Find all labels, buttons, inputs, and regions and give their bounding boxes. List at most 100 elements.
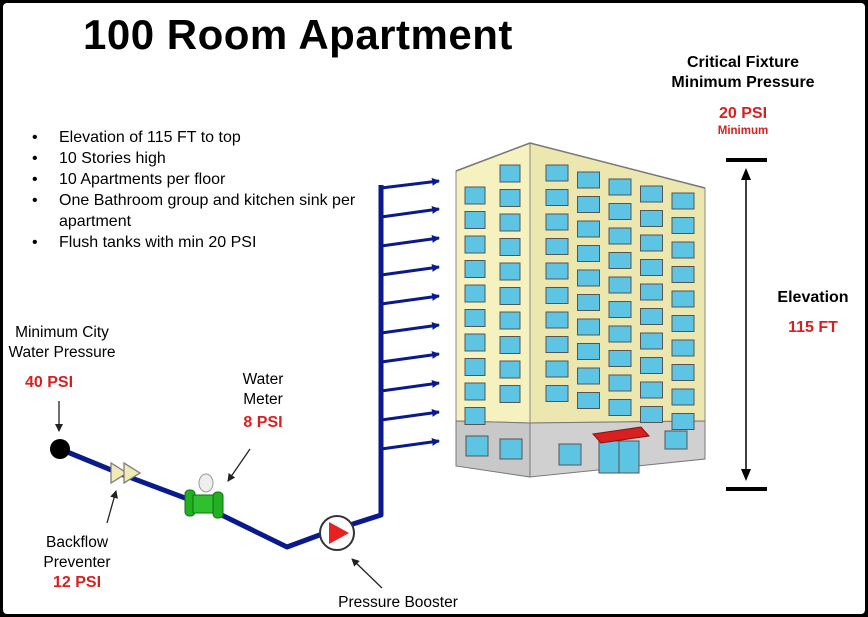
base-window (558, 443, 582, 466)
diagram-canvas: 100 Room Apartment Elevation of 115 FT t… (3, 3, 865, 614)
window (545, 262, 569, 280)
window (671, 192, 695, 210)
window (577, 269, 600, 287)
window (499, 360, 521, 379)
base-window (664, 430, 688, 450)
floor-branch (380, 408, 440, 422)
window (577, 220, 600, 238)
window (545, 311, 569, 329)
window (499, 336, 521, 354)
critical-fixture-value: 20 PSI (718, 105, 768, 122)
window (577, 196, 600, 213)
backflow-preventer-icon (110, 461, 142, 485)
booster-arrow (351, 558, 383, 589)
window (464, 407, 486, 425)
elevation-value: 115 FT (788, 319, 838, 336)
window (499, 311, 521, 330)
window (608, 252, 632, 269)
window (640, 381, 663, 399)
window (545, 336, 569, 353)
floor-branch (380, 379, 440, 393)
window (545, 213, 569, 231)
window (640, 357, 663, 374)
window (640, 185, 663, 203)
fact-list: Elevation of 115 FT to top 10 Stories hi… (27, 127, 357, 253)
window (640, 308, 663, 325)
city-supply-connection (50, 439, 70, 459)
window (464, 333, 486, 352)
window (499, 287, 521, 305)
floor-branch (380, 234, 440, 248)
window (608, 325, 632, 343)
window (577, 343, 600, 360)
window (545, 164, 569, 182)
window (545, 189, 569, 206)
window (671, 388, 695, 406)
city-pressure-label: Minimum City Water Pressure (8, 324, 116, 361)
fact-item: 10 Stories high (27, 148, 357, 169)
water-meter-label: Water Meter (242, 371, 284, 408)
front-windows (464, 164, 521, 425)
window (545, 238, 569, 255)
backflow-label: Backflow Preventer (43, 534, 111, 571)
window (640, 259, 663, 276)
window (608, 178, 632, 196)
building-front-face (455, 142, 531, 424)
water-meter-icon (184, 473, 224, 519)
window (545, 385, 569, 402)
floor-branch (380, 263, 440, 277)
window (640, 210, 663, 227)
pressure-booster-label: Pressure Booster (338, 594, 458, 611)
window (577, 294, 600, 311)
window (577, 245, 600, 262)
riser-branches (380, 177, 440, 451)
water-meter-arrow (227, 448, 251, 482)
floor-branch (380, 205, 440, 219)
critical-fixture-label: Critical Fixture Minimum Pressure (671, 54, 815, 91)
window (499, 164, 521, 183)
window (499, 385, 521, 403)
window (608, 301, 632, 318)
window (671, 315, 695, 332)
window (671, 266, 695, 283)
floor-branch (380, 177, 440, 190)
city-pressure-value: 40 PSI (25, 374, 74, 391)
window (464, 382, 486, 401)
window (577, 318, 600, 336)
window (577, 392, 600, 409)
window (608, 227, 632, 245)
pressure-booster-pump-icon (319, 515, 355, 551)
window (608, 276, 632, 294)
window (545, 360, 569, 378)
window (499, 189, 521, 207)
elevation-dimension (726, 158, 767, 491)
water-meter-value: 8 PSI (243, 414, 283, 431)
side-windows (545, 164, 695, 430)
window (499, 262, 521, 281)
window (545, 287, 569, 304)
floor-branch (380, 437, 440, 451)
elevation-label: Elevation (777, 289, 849, 306)
page-title: 100 Room Apartment (83, 11, 513, 58)
window (640, 283, 663, 301)
base-window (465, 435, 489, 457)
window (671, 290, 695, 308)
window (671, 364, 695, 381)
window (608, 399, 632, 416)
window (608, 350, 632, 367)
window (671, 217, 695, 234)
window (577, 171, 600, 189)
window (464, 309, 486, 327)
window (464, 358, 486, 376)
window (499, 213, 521, 232)
window (464, 284, 486, 303)
window (499, 238, 521, 256)
window (671, 241, 695, 259)
window (640, 406, 663, 423)
base-window (499, 438, 523, 460)
backflow-arrow (106, 490, 118, 524)
plumbing-diagram (50, 142, 767, 589)
fact-item: Flush tanks with min 20 PSI (27, 232, 357, 253)
critical-fixture-subtext: Minimum (717, 125, 769, 137)
apartment-building (455, 142, 706, 478)
